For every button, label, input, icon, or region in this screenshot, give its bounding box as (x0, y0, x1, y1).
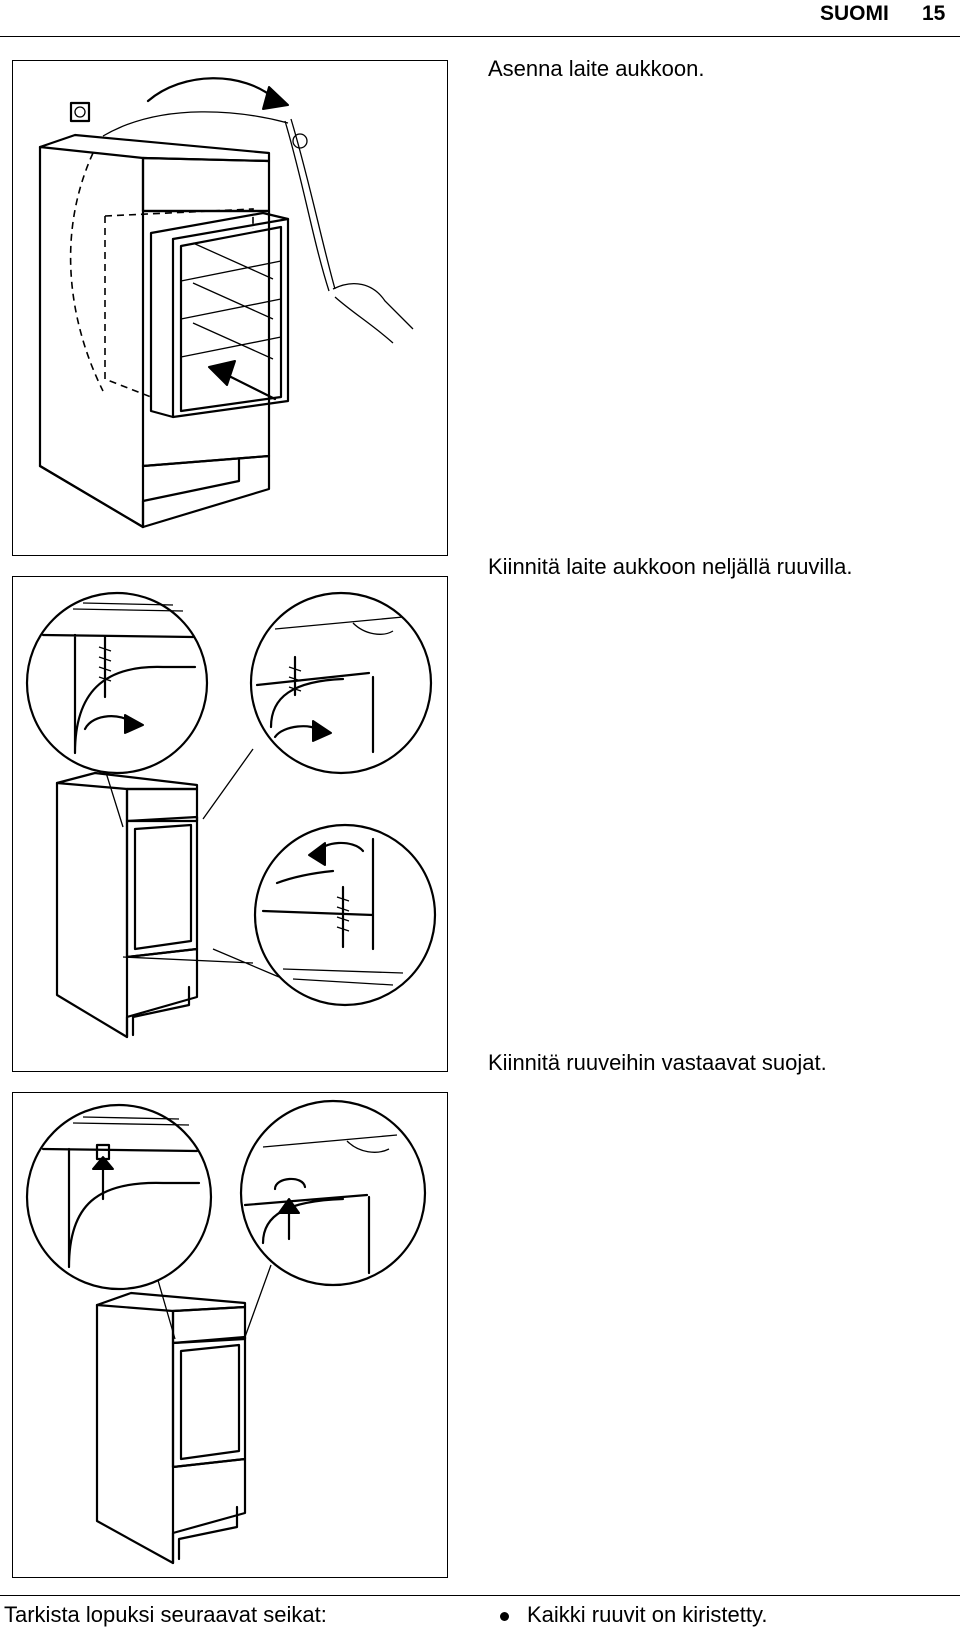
final-check-intro: Tarkista lopuksi seuraavat seikat: (4, 1602, 327, 1627)
step-2-caption: Kiinnitä laite aukkoon neljällä ruuvilla… (488, 554, 853, 579)
figure-attach-covers (12, 1092, 448, 1578)
checklist-item-text: Kaikki ruuvit on kiristetty. (527, 1602, 768, 1627)
step-3-caption: Kiinnitä ruuveihin vastaavat suojat. (488, 1050, 827, 1075)
figure-fasten-screws (12, 576, 448, 1072)
footer-divider (0, 1595, 960, 1596)
section-label: SUOMI (820, 2, 889, 25)
header-divider (0, 36, 960, 37)
bullet-icon (500, 1611, 509, 1621)
figure-insert-appliance (12, 60, 448, 556)
step-1-caption: Asenna laite aukkoon. (488, 56, 705, 81)
checklist-item: Kaikki ruuvit on kiristetty. (500, 1602, 767, 1628)
page-number: 15 (922, 2, 946, 25)
